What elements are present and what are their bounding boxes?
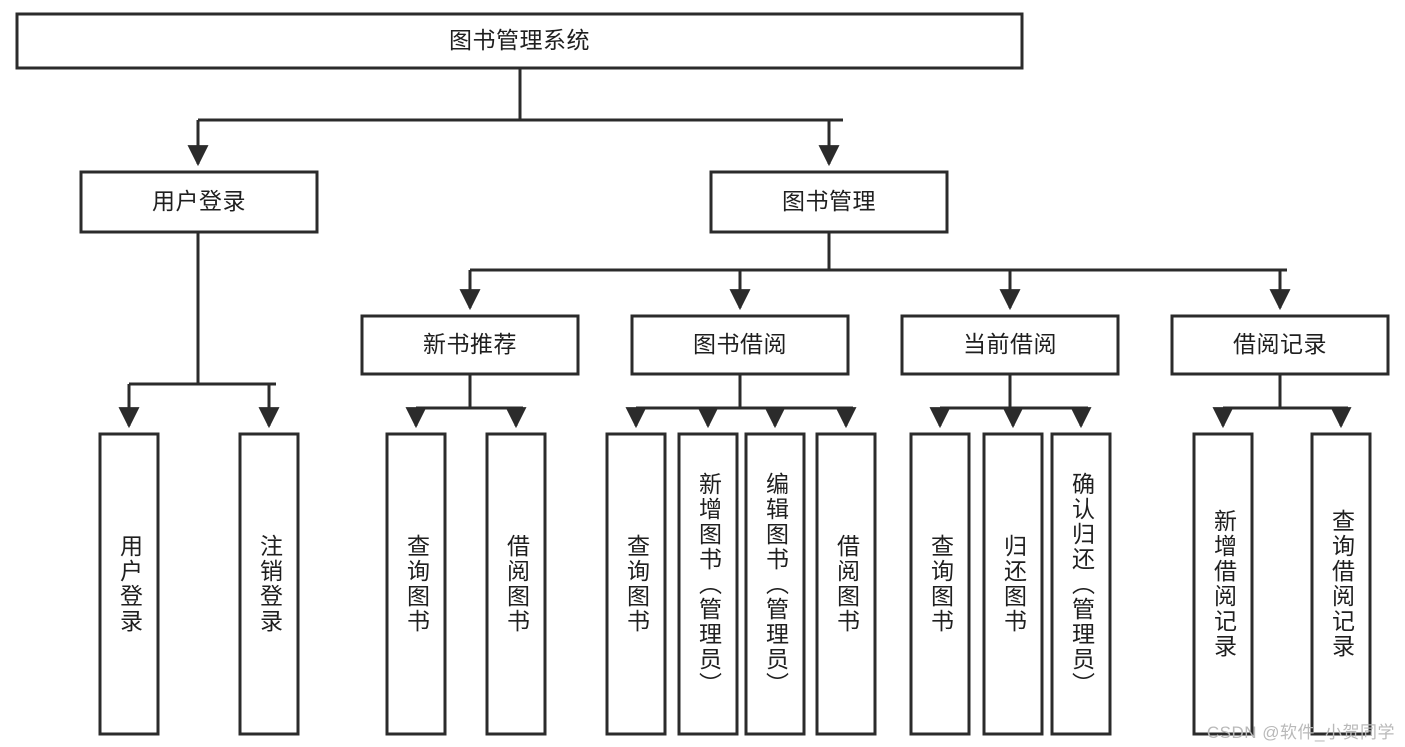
node-box-leaf-11[interactable]: [1192, 432, 1254, 736]
node-box-root[interactable]: [15, 12, 1024, 70]
connector-book-mgmt-to-level2: [459, 232, 1291, 311]
node-box-level2-2[interactable]: [900, 314, 1120, 376]
connector-book-borrow-to-leaves: [625, 374, 857, 429]
node-box-leaf-3[interactable]: [485, 432, 547, 736]
connector-borrow-record-to-leaves: [1212, 374, 1352, 429]
node-box-leaf-1[interactable]: [238, 432, 300, 736]
node-box-leaf-0[interactable]: [98, 432, 160, 736]
connector-user-login-to-leaves: [118, 232, 280, 429]
watermark-text: CSDN @软件_小贺同学: [1206, 723, 1395, 742]
node-box-leaf-6[interactable]: [744, 432, 806, 736]
connector-new-book-recommend-to-leaves: [405, 374, 527, 429]
node-box-leaf-10[interactable]: [1050, 432, 1112, 736]
node-box-level1-0[interactable]: [79, 170, 319, 234]
node-box-leaf-9[interactable]: [982, 432, 1044, 736]
connector-root-to-level1: [187, 68, 843, 167]
node-box-level2-0[interactable]: [360, 314, 580, 376]
node-box-level1-1[interactable]: [709, 170, 949, 234]
node-box-leaf-12[interactable]: [1310, 432, 1372, 736]
node-box-leaf-2[interactable]: [385, 432, 447, 736]
node-box-leaf-7[interactable]: [815, 432, 877, 736]
node-box-level2-3[interactable]: [1170, 314, 1390, 376]
node-box-level2-1[interactable]: [630, 314, 850, 376]
node-box-leaf-5[interactable]: [677, 432, 739, 736]
node-box-leaf-4[interactable]: [605, 432, 667, 736]
node-box-leaf-8[interactable]: [909, 432, 971, 736]
connector-current-borrow-to-leaves: [929, 374, 1092, 429]
